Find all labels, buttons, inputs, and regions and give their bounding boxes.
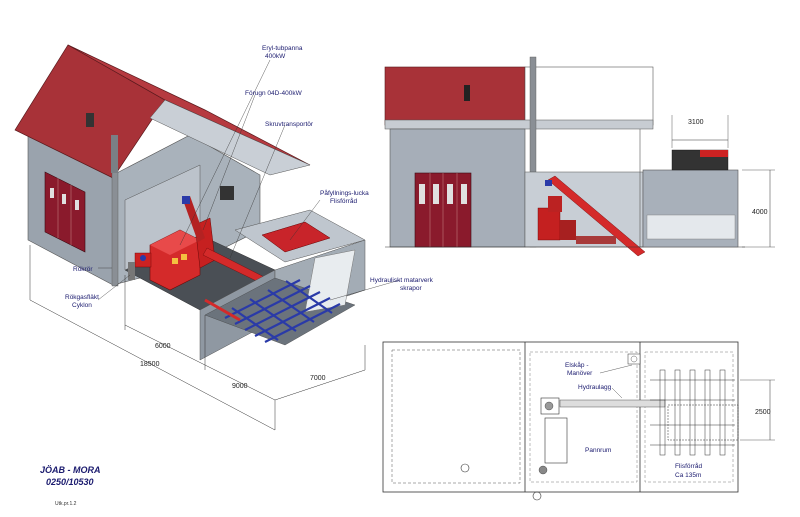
plan-outline [382,341,739,493]
label-cyklon: Cyklon [72,302,92,309]
label-forugn: Förugn 04D-400kW [245,90,303,97]
plan-view [382,341,775,501]
dim-18500: 18500 [140,361,160,368]
label-elskap: Elskåp - [565,361,588,369]
cyclone [128,262,135,280]
elevation-view [384,56,775,257]
label-ca: Ca 135m [675,472,701,479]
elev-boiler [537,207,561,241]
label-eryl-kw: 400kW [265,53,286,60]
label-manover: Manöver [567,370,593,377]
label-rokgas: Rökgasfläkt [65,294,99,301]
title-company: JÖAB - MORA [40,465,101,475]
title-number: 0250/10530 [46,477,94,487]
dim-2500: 2500 [755,409,771,416]
vent-box [220,186,234,200]
dim-7000: 7000 [310,375,326,382]
main-door [44,171,86,253]
label-skruv: Skruvtransportör [265,121,314,128]
dim-9000: 9000 [232,383,248,390]
isometric-view [14,44,366,361]
dim-3100: 3100 [688,119,704,126]
plan-boiler [544,417,568,464]
label-hydraulagg: Hydraulagg [578,384,612,391]
scraper-grid [224,279,341,343]
label-pafyll: Påfyllnings-lucka [320,189,369,197]
chimney-pipe [111,167,119,287]
filling-hatch [261,221,331,253]
elev-roof [384,66,526,126]
iso-leader-lines [97,59,401,301]
roof-right-lower [149,99,311,176]
iso-dimension-lines [29,245,366,431]
title-note: Utk.pr.1.2 [55,501,77,507]
dim-6000: 6000 [155,343,171,350]
label-eryl: Eryl-tubpanna [262,45,303,52]
dim-4000: 4000 [752,209,768,216]
label-skrapor: skrapor [400,285,423,292]
elev-conveyor [547,175,646,257]
label-flisforad-plan: Flisförråd [675,462,702,470]
label-flisforad-top: Flisförråd [330,197,357,205]
plan-scraper-grid [650,369,739,456]
roof-vent-stub [86,113,94,127]
label-rokror: Rökrör [73,266,93,273]
label-hydraul-skrapor: Hydrauliskt matarverk [370,277,434,284]
label-pannrum: Pannrum [585,447,611,454]
